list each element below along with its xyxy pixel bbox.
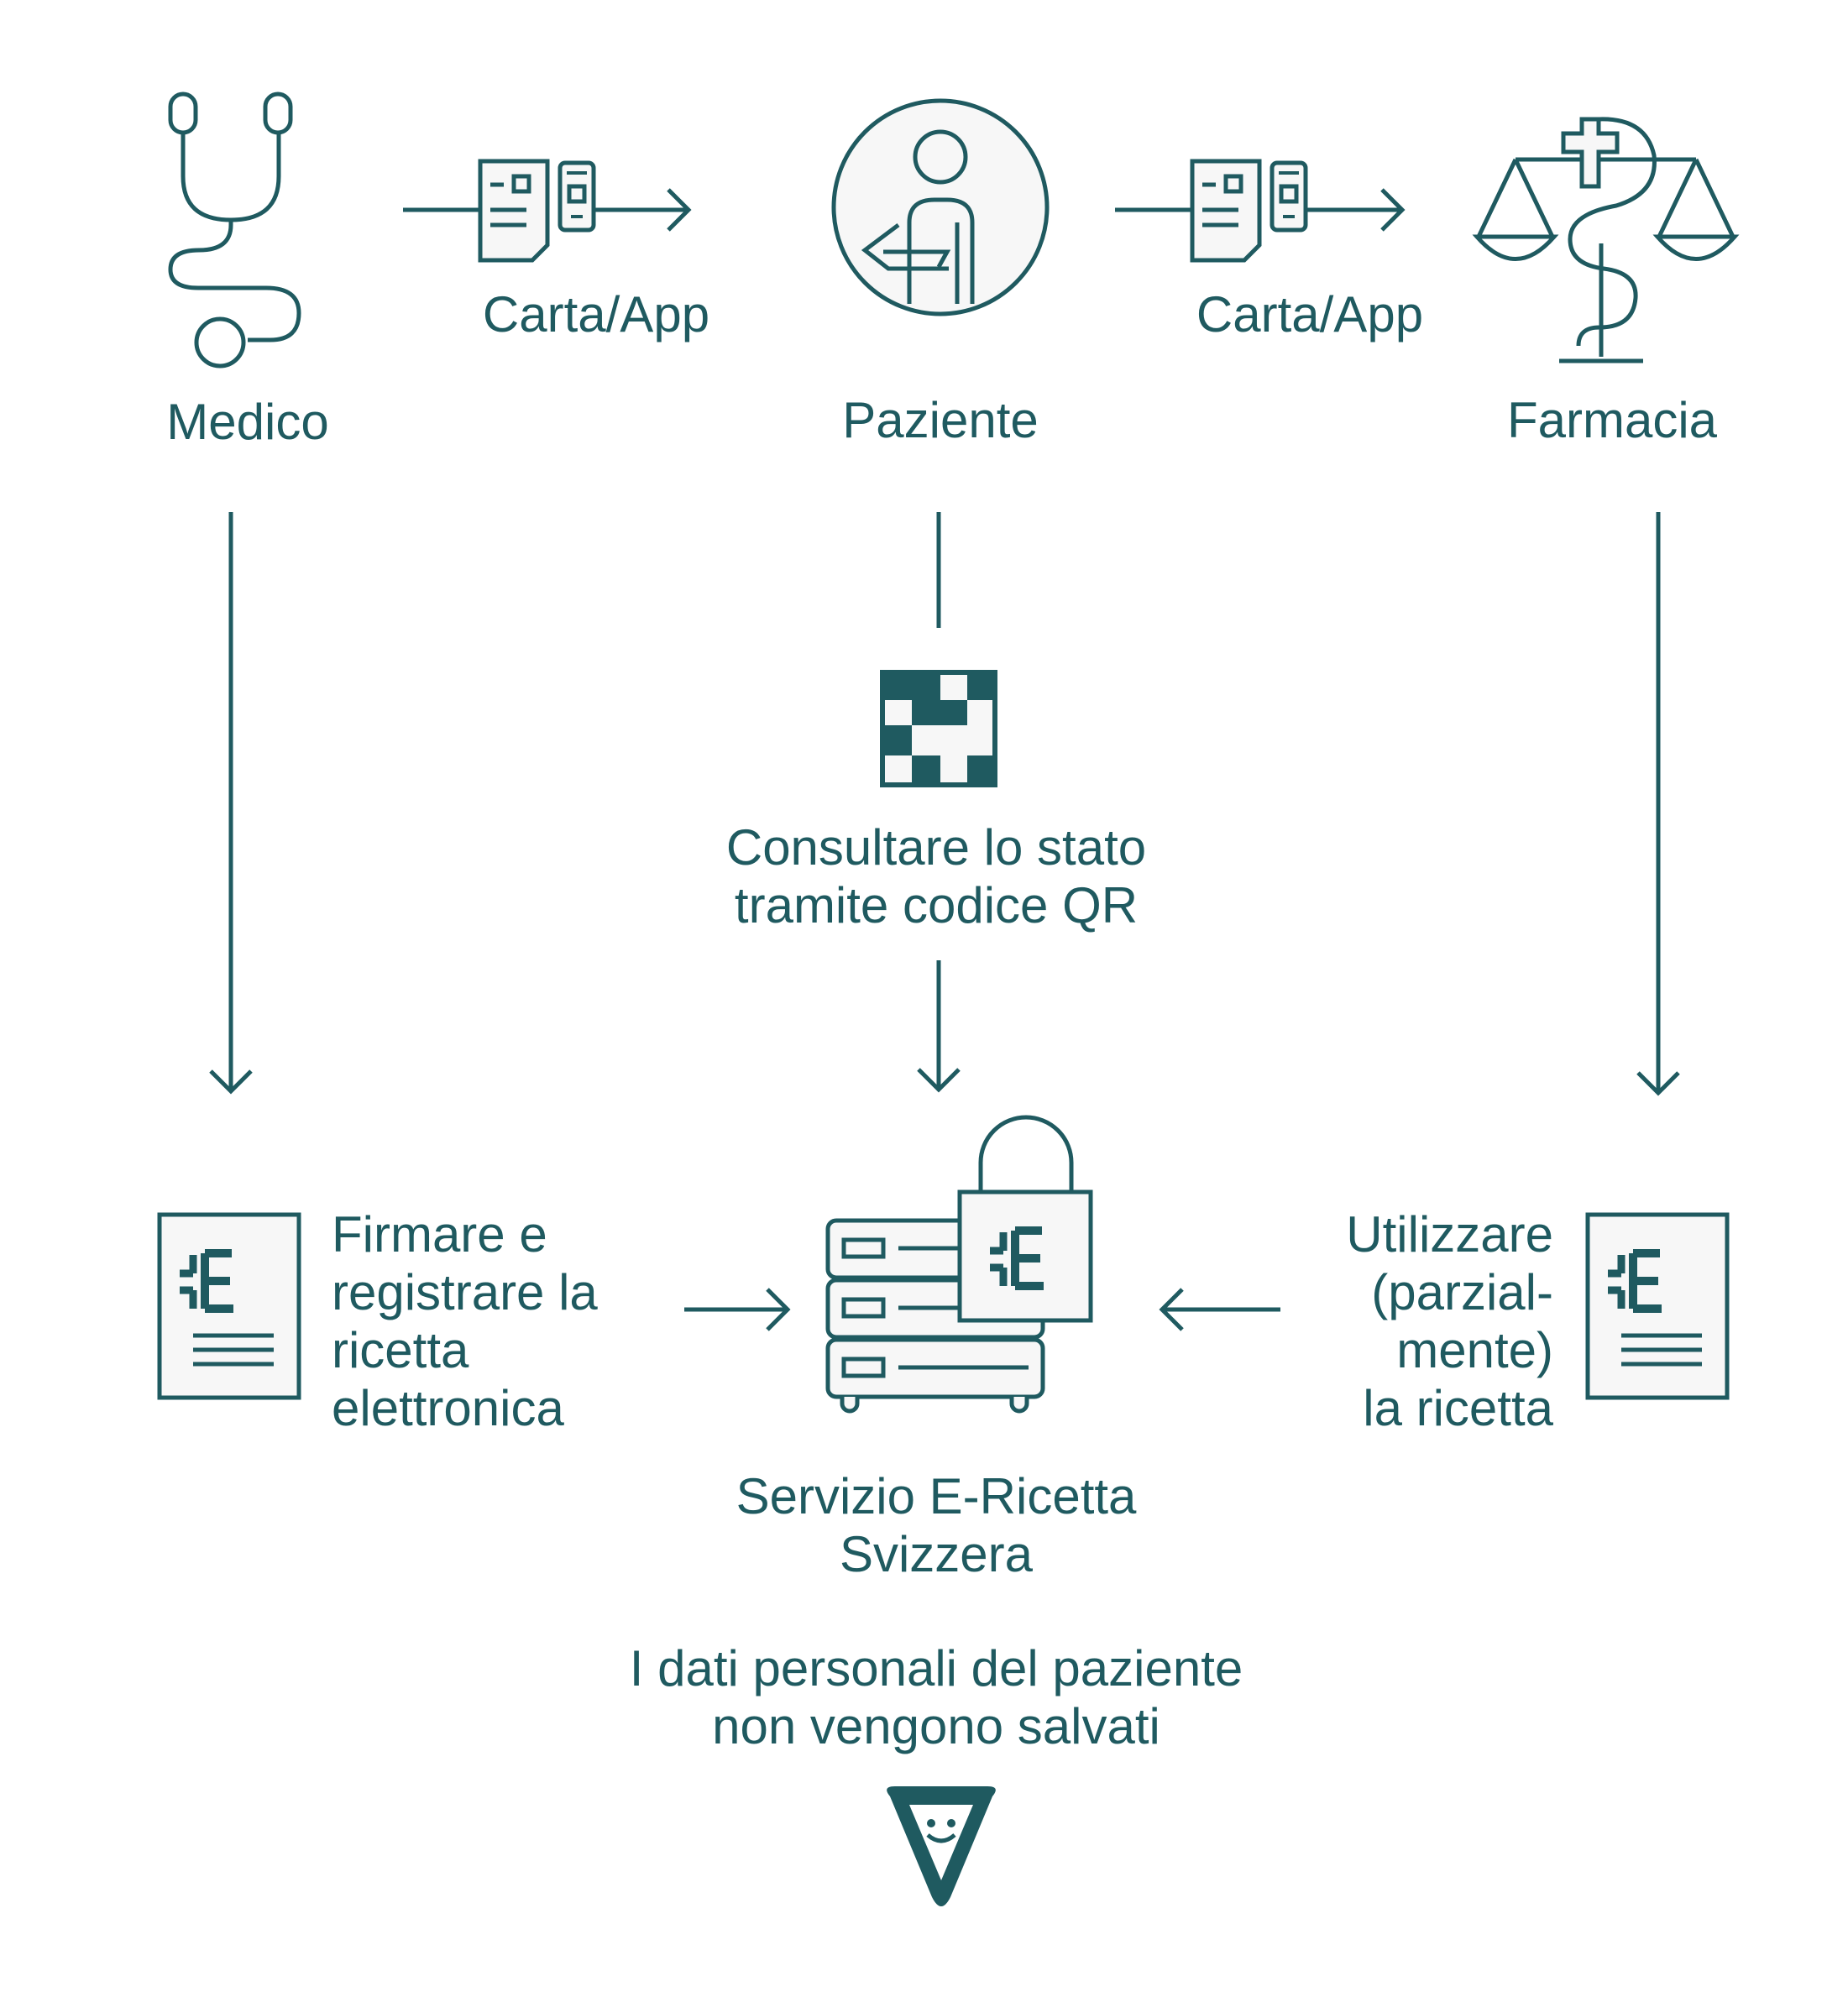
qr-status-label: Consultare lo stato tramite codice QR (725, 819, 1147, 933)
locked-server-icon (825, 1115, 1093, 1414)
stethoscope-icon (168, 91, 301, 369)
qr-to-service-arrow (917, 960, 961, 1093)
sign-to-service-arrow (684, 1288, 791, 1331)
medico-to-paziente-connector (403, 161, 692, 260)
paziente-to-farmacia-connector (1115, 161, 1406, 260)
smiley-triangle-logo (887, 1786, 996, 1906)
transfer-label-carta-app: Carta/App (482, 286, 710, 342)
e-prescription-document-icon (160, 1215, 299, 1398)
patient-avatar-icon (831, 98, 1050, 316)
service-label: Servizio E-Ricetta Svizzera (736, 1468, 1137, 1582)
use-prescription-label: Utilizzare (parzial- mente) la ricetta (1346, 1206, 1553, 1436)
e-prescription-document-icon (1588, 1215, 1727, 1398)
use-to-service-arrow (1159, 1288, 1280, 1331)
privacy-note: I dati personali del paziente non vengon… (629, 1640, 1243, 1754)
farmacia-down-arrow (1636, 512, 1680, 1096)
transfer-label-carta-app: Carta/App (1196, 286, 1424, 342)
paper-phone-icon (1192, 161, 1306, 260)
medico-down-arrow (209, 512, 253, 1095)
qr-code-icon (880, 670, 997, 787)
paziente-label: Paziente (842, 392, 1039, 448)
paper-phone-icon (480, 161, 594, 260)
medico-label: Medico (166, 394, 329, 450)
sign-register-label: Firmare e registrare la ricetta elettron… (332, 1206, 598, 1436)
farmacia-label: Farmacia (1506, 392, 1718, 448)
pharmacy-scale-icon (1472, 117, 1740, 363)
